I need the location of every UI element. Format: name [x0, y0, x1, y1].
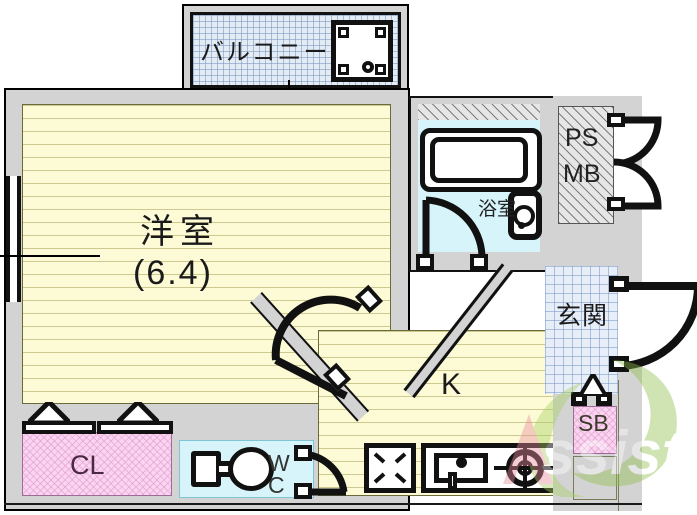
entrance-label: 玄関	[556, 301, 609, 330]
room-door-swing-icon[interactable]	[268, 295, 388, 405]
shoebox-area	[573, 406, 617, 454]
balcony-drain-icon	[331, 20, 393, 82]
closet-label: CL	[70, 450, 105, 480]
entrance-door-icon[interactable]	[614, 280, 697, 372]
main-room-size-label: (6.4)	[133, 254, 213, 292]
bathroom-door-swing-icon[interactable]	[422, 196, 488, 262]
washing-machine-space-icon	[364, 443, 416, 493]
mb-label: MB	[563, 160, 601, 188]
ps-door-jamb-bottom	[607, 197, 625, 211]
bathtub-inner	[430, 137, 528, 183]
closet-door-arrow-left	[28, 402, 70, 424]
ps-mb-hatch	[558, 106, 614, 224]
toilet-door-hinge-bottom	[294, 483, 312, 499]
entrance-floor	[545, 266, 618, 394]
window-center-mark	[0, 255, 100, 257]
ps-label: PS	[565, 124, 599, 152]
shoebox-door-arrow	[580, 374, 606, 396]
entrance-door-jamb-bottom	[609, 356, 629, 372]
toilet-icon	[191, 451, 221, 487]
toilet-label-c: C	[268, 472, 285, 498]
closet-area	[22, 432, 172, 496]
balcony-label: バルコニー	[200, 38, 330, 66]
sink-faucet-icon	[456, 457, 467, 468]
basin-faucet	[518, 222, 525, 229]
toilet-door-hinge-top	[294, 445, 312, 461]
bath-door-hinge-right	[470, 254, 488, 270]
main-room-floor	[22, 104, 391, 404]
sliding-window-icon[interactable]	[6, 176, 21, 302]
entrance-door-jamb-top	[609, 276, 629, 292]
pipe-space-doors-icon[interactable]	[612, 116, 694, 210]
toilet-bowl	[228, 447, 274, 491]
sink-drain-icon	[448, 472, 457, 490]
closet-door-arrow-right	[117, 402, 159, 424]
bathroom-label-line1: 浴室	[478, 198, 517, 220]
kitchen-label: K	[441, 368, 462, 401]
bath-door-hinge-left	[416, 254, 434, 270]
entrance-right-inner-line	[618, 380, 619, 511]
toilet-label-w: W	[268, 450, 290, 476]
bottom-baseline	[4, 503, 642, 505]
gas-stove-icon	[494, 443, 556, 493]
bath-ceiling-hatch	[418, 104, 540, 120]
shoebox-label: SB	[578, 410, 609, 436]
shoebox-lower-shelf	[573, 456, 617, 500]
main-room-label: 洋室	[140, 212, 220, 252]
ps-door-jamb-top	[607, 113, 625, 127]
